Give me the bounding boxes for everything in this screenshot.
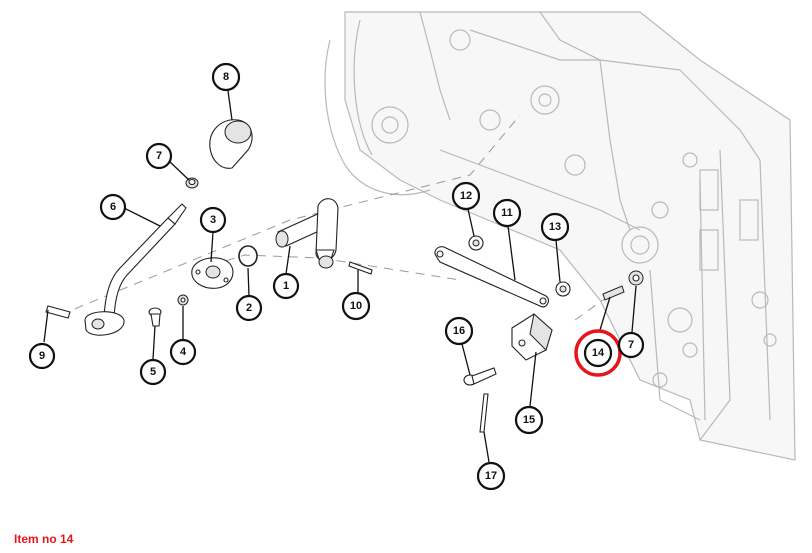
- callout-label: 5: [150, 366, 156, 378]
- callout-label: 12: [460, 190, 472, 202]
- callout-label: 6: [110, 201, 116, 213]
- callout-label: 1: [283, 280, 289, 292]
- callout-12: 12: [451, 181, 481, 211]
- callout-15: 15: [514, 405, 544, 435]
- part-4-washer: [177, 294, 189, 306]
- callout-4: 4: [169, 338, 197, 366]
- part-9-pin: [45, 305, 71, 319]
- callout-11: 11: [492, 198, 522, 228]
- part-12-washer: [468, 235, 484, 251]
- part-14-stud: [602, 285, 625, 301]
- callout-label: 15: [523, 414, 535, 426]
- exploded-parts-diagram: 8 7 6 3 2 1 10 9 5 4 12 11: [28, 11, 796, 491]
- part-5-bolt: [148, 307, 162, 327]
- callout-label: 8: [223, 71, 229, 83]
- callout-label: 16: [453, 325, 465, 337]
- callout-1: 1: [272, 272, 300, 300]
- callout-16: 16: [444, 316, 474, 346]
- part-16-bolt: [463, 367, 497, 386]
- part-7-nut-left: [185, 177, 199, 189]
- callout-3: 3: [199, 206, 227, 234]
- assembly-lines: [59, 114, 611, 321]
- callout-label: 14: [592, 347, 605, 359]
- callout-label: 2: [246, 302, 252, 314]
- part-10-spring-pin: [348, 261, 373, 275]
- part-11-link: [434, 246, 549, 308]
- callout-6: 6: [99, 193, 127, 221]
- callout-label: 3: [210, 214, 216, 226]
- part-13-washer: [555, 281, 571, 297]
- callout-9: 9: [28, 342, 56, 370]
- part-1-shaft: [275, 198, 339, 269]
- callout-label: 7: [156, 150, 162, 162]
- callout-17: 17: [476, 461, 506, 491]
- callout-2: 2: [235, 294, 263, 322]
- callout-label: 13: [549, 221, 561, 233]
- callout-label: 4: [180, 346, 187, 358]
- callout-label: 11: [501, 207, 513, 219]
- callout-13: 13: [540, 212, 570, 242]
- callout-10: 10: [341, 291, 371, 321]
- callout-14-highlighted: 14: [574, 329, 622, 377]
- callout-5: 5: [139, 358, 167, 386]
- callout-label: 17: [485, 470, 497, 482]
- item-caption: Item no 14: [14, 532, 74, 546]
- callout-label: 7: [628, 339, 634, 351]
- leader-lines: [43, 90, 637, 463]
- part-2-circlip: [238, 245, 258, 267]
- part-7-nut-right: [628, 270, 644, 286]
- callout-label: 9: [39, 350, 45, 362]
- transmission-housing: [324, 11, 796, 461]
- callout-7-right: 7: [617, 331, 645, 359]
- highlight-ring: [574, 329, 622, 377]
- part-17-split-pin: [479, 393, 489, 433]
- callout-8: 8: [211, 62, 241, 92]
- callout-7-left: 7: [145, 142, 173, 170]
- part-6-gear-lever: [84, 203, 187, 336]
- part-8-knob: [209, 119, 253, 169]
- part-3-bracket: [191, 257, 234, 289]
- part-15-block: [511, 313, 553, 361]
- callout-label: 10: [350, 300, 362, 312]
